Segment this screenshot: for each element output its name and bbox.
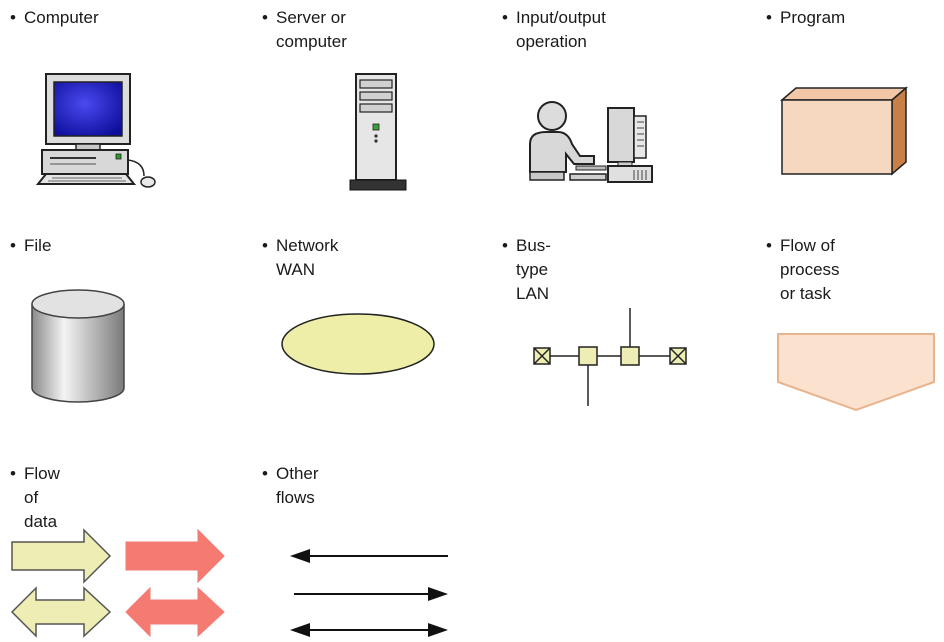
pentagon-arrow-icon (777, 333, 935, 412)
bus-network-icon (533, 308, 687, 406)
bus-lan-label: Bus-type LAN (498, 234, 551, 306)
file-label: File (6, 234, 51, 258)
network-wan-label: Network WAN (258, 234, 338, 282)
database-cylinder-icon (31, 289, 125, 403)
left-arrow-icon (290, 549, 448, 563)
process-flow-label: Flow of process or task (762, 234, 840, 306)
block-arrows-icon (10, 528, 225, 638)
io-operation-label: Input/output operation (498, 6, 606, 54)
program-front-face (781, 99, 893, 175)
desktop-computer-icon (36, 73, 156, 188)
ellipse-icon (281, 313, 435, 375)
server-label: Server or computer (258, 6, 347, 54)
double-arrow-icon (125, 586, 225, 638)
right-arrow-icon (294, 587, 448, 601)
server-tower-icon (349, 73, 407, 191)
double-arrow-icon (10, 586, 112, 638)
terminator-icon (533, 347, 551, 365)
single-arrow-icon (11, 528, 112, 584)
terminator-icon (669, 347, 687, 365)
data-flow-label: Flow of data (6, 462, 60, 534)
line-arrows-icon (290, 549, 448, 637)
program-side-face (891, 86, 907, 176)
computer-label: Computer (6, 6, 99, 30)
person-at-computer-icon (529, 101, 653, 183)
program-label: Program (762, 6, 845, 30)
single-arrow-icon (125, 528, 225, 584)
double-headed-arrow-icon (290, 623, 448, 637)
program-box-icon (780, 86, 909, 176)
other-flows-label: Other flows (258, 462, 319, 510)
